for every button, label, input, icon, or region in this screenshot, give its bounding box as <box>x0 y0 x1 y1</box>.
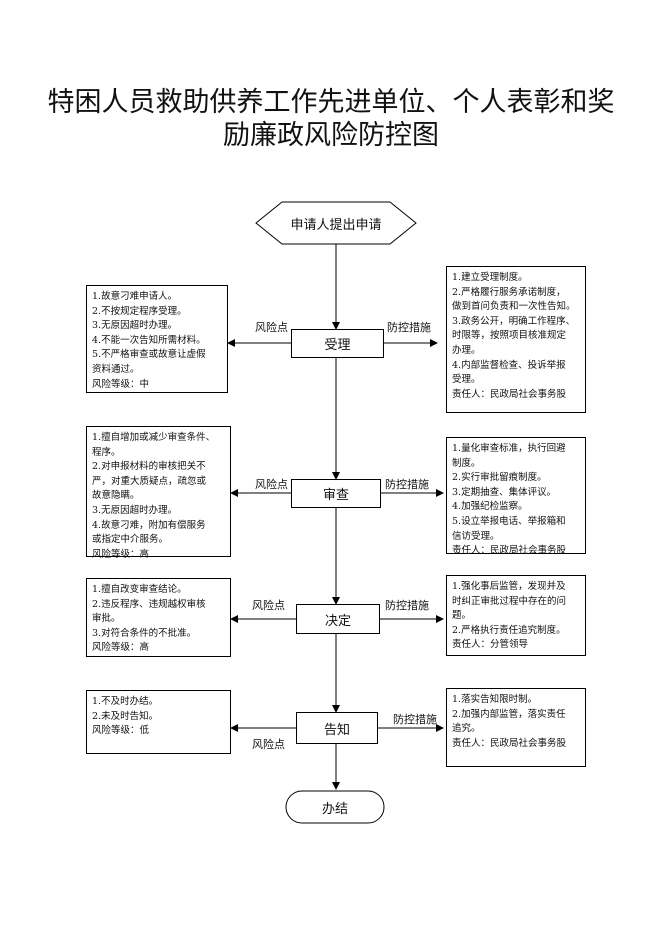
risk-box-notify: 1.不及时办结。 2.未及时告知。 风险等级：低 <box>86 690 231 754</box>
control-label-notify: 防控措施 <box>393 713 437 726</box>
page-title-line1: 特困人员救助供养工作先进单位、个人表彰和奖 <box>47 87 615 118</box>
risk-label-accept: 风险点 <box>255 321 288 334</box>
start-hexagon <box>255 201 417 245</box>
control-label-accept: 防控措施 <box>387 321 431 334</box>
control-box-notify: 1.落实告知限时制。 2.加强内部监管，落实责任 追究。 责任人：民政局社会事务… <box>446 688 586 767</box>
risk-box-review: 1.擅自增加或减少审查条件、 程序。 2.对申报材料的审核把关不 严，对重大质疑… <box>86 426 231 560</box>
risk-label-decide: 风险点 <box>252 599 285 612</box>
end-node-label: 办结 <box>321 801 348 817</box>
risk-box-accept: 1.故意刁难申请人。 2.不按规定程序受理。 3.无原因超时办理。 4.不能一次… <box>86 285 228 393</box>
page-title-line2: 励廉政风险防控图 <box>223 120 439 151</box>
start-node-label: 申请人提出申请 <box>290 217 382 233</box>
risk-box-decide: 1.擅自改变审查结论。 2.违反程序、违规越权审核 审批。 3.对符合条件的不批… <box>86 578 231 657</box>
control-label-decide: 防控措施 <box>385 599 429 612</box>
control-box-decide: 1.强化事后监管，发现并及 时纠正审批过程中存在的问 题。 2.严格执行责任追究… <box>446 575 586 656</box>
control-box-accept: 1.建立受理制度。 2.严格履行服务承诺制度， 做到首问负责和一次性告知。 3.… <box>446 266 586 413</box>
risk-label-review: 风险点 <box>255 478 288 491</box>
risk-label-notify: 风险点 <box>252 738 285 751</box>
step-node-review: 审查 <box>291 479 381 508</box>
control-label-review: 防控措施 <box>385 478 429 491</box>
step-node-accept: 受理 <box>291 329 384 358</box>
step-node-notify: 告知 <box>296 712 378 744</box>
end-terminal <box>285 790 385 824</box>
step-node-decide: 决定 <box>296 604 380 634</box>
control-box-review: 1.量化审查标准，执行回避 制度。 2.实行审批留痕制度。 3.定期抽查、集体评… <box>446 437 586 556</box>
